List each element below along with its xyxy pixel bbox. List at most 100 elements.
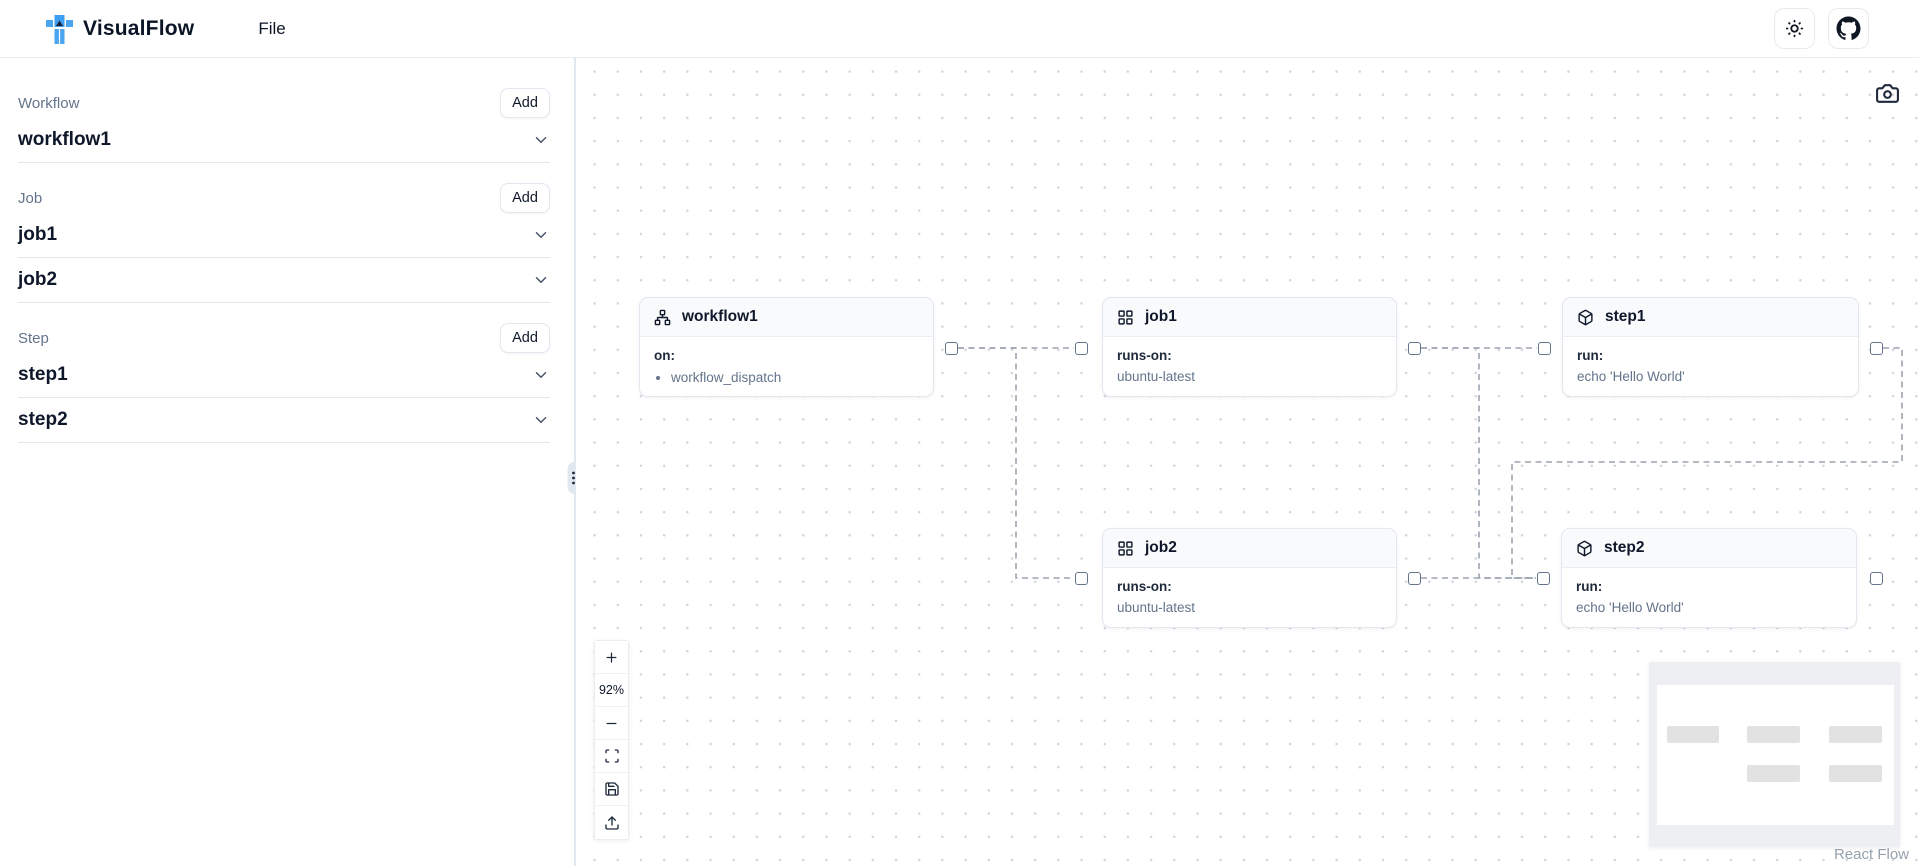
fit-view-button[interactable] bbox=[595, 740, 628, 773]
edge-job1-step2 bbox=[1421, 347, 1536, 579]
field-value: echo 'Hello World' bbox=[1576, 599, 1684, 615]
step2-source-handle[interactable] bbox=[1869, 571, 1883, 585]
brand: VisualFlow bbox=[46, 13, 194, 44]
minimap[interactable] bbox=[1649, 662, 1900, 847]
node-title: step1 bbox=[1605, 308, 1646, 325]
sidebar-item-job2[interactable]: job2 bbox=[18, 258, 550, 303]
flow-canvas[interactable]: 92% React Flow workflow1on:workflow_disp… bbox=[576, 58, 1919, 866]
add-workflow-button[interactable]: Add bbox=[500, 88, 550, 118]
workflow1-source-handle[interactable] bbox=[944, 341, 958, 355]
zoom-level-display: 92% bbox=[595, 674, 628, 707]
fit-view-icon bbox=[604, 748, 620, 764]
theme-toggle-button[interactable] bbox=[1774, 8, 1815, 49]
section-header-workflow: Workflow Add bbox=[18, 88, 550, 118]
sun-icon bbox=[1784, 18, 1805, 39]
node-title: job2 bbox=[1145, 539, 1177, 556]
job1-target-handle[interactable] bbox=[1074, 341, 1088, 355]
save-button[interactable] bbox=[595, 773, 628, 806]
upload-icon bbox=[604, 815, 620, 831]
field-value: ubuntu-latest bbox=[1117, 599, 1196, 615]
upload-button[interactable] bbox=[595, 806, 628, 839]
node-body: on: workflow_dispatch bbox=[640, 337, 933, 398]
canvas-controls: 92% bbox=[594, 640, 629, 840]
node-title: step2 bbox=[1604, 539, 1645, 556]
field-value: echo 'Hello World' bbox=[1577, 368, 1685, 384]
sidebar-section-job: Job Add job1 job2 bbox=[18, 183, 550, 303]
github-link-button[interactable] bbox=[1828, 8, 1869, 49]
section-label-step: Step bbox=[18, 329, 49, 347]
field-label: runs-on: bbox=[1117, 579, 1172, 594]
node-step2[interactable]: step2 run: echo 'Hello World' bbox=[1561, 528, 1857, 628]
job2-source-handle[interactable] bbox=[1407, 571, 1421, 585]
step2-target-handle[interactable] bbox=[1536, 571, 1550, 585]
node-body: runs-on: ubuntu-latest bbox=[1103, 568, 1396, 628]
step1-target-handle[interactable] bbox=[1537, 341, 1551, 355]
chevron-down-icon[interactable] bbox=[532, 226, 550, 244]
job1-source-handle[interactable] bbox=[1407, 341, 1421, 355]
chevron-down-icon[interactable] bbox=[532, 131, 550, 149]
chevron-down-icon[interactable] bbox=[532, 411, 550, 429]
node-header: job1 bbox=[1103, 298, 1396, 337]
app-title: VisualFlow bbox=[83, 16, 195, 40]
file-menu[interactable]: File bbox=[258, 18, 286, 38]
zoom-in-button[interactable] bbox=[595, 641, 628, 674]
section-header-step: Step Add bbox=[18, 323, 550, 353]
job2-target-handle[interactable] bbox=[1074, 571, 1088, 585]
sidebar-item-label: workflow1 bbox=[18, 129, 111, 150]
minimap-node bbox=[1747, 726, 1800, 743]
node-header: step1 bbox=[1563, 298, 1858, 337]
sidebar-item-label: job2 bbox=[18, 269, 58, 290]
zoom-out-button[interactable] bbox=[595, 707, 628, 740]
field-label: run: bbox=[1576, 579, 1603, 594]
node-header: workflow1 bbox=[640, 298, 933, 337]
screenshot-camera-button[interactable] bbox=[1868, 74, 1906, 112]
node-title: workflow1 bbox=[682, 308, 758, 325]
section-label-job: Job bbox=[18, 189, 43, 207]
add-step-button[interactable]: Add bbox=[500, 323, 550, 353]
github-icon bbox=[1836, 16, 1861, 41]
node-job2[interactable]: job2 runs-on: ubuntu-latest bbox=[1102, 528, 1397, 628]
node-workflow1[interactable]: workflow1 on: workflow_dispatch bbox=[639, 297, 934, 397]
sidebar-item-step1[interactable]: step1 bbox=[18, 353, 550, 398]
flow-edges bbox=[958, 347, 1903, 579]
job-icon bbox=[1117, 540, 1134, 557]
menu-bar: File bbox=[258, 19, 285, 39]
field-value: ubuntu-latest bbox=[1117, 368, 1196, 384]
field-label: runs-on: bbox=[1117, 348, 1172, 363]
step-icon bbox=[1576, 540, 1593, 557]
save-icon bbox=[604, 781, 620, 797]
top-navbar: VisualFlow File bbox=[0, 0, 1919, 58]
minimap-node bbox=[1829, 726, 1882, 743]
edge-workflow1-job2 bbox=[958, 347, 1074, 579]
minimap-node bbox=[1667, 726, 1719, 743]
sidebar-item-label: job1 bbox=[18, 224, 58, 245]
minus-icon bbox=[604, 716, 619, 731]
field-bullet-list: workflow_dispatch bbox=[654, 368, 919, 389]
minimap-viewport[interactable] bbox=[1657, 685, 1894, 825]
node-job1[interactable]: job1 runs-on: ubuntu-latest bbox=[1102, 297, 1397, 397]
sidebar-item-workflow1[interactable]: workflow1 bbox=[18, 118, 550, 163]
step1-source-handle[interactable] bbox=[1869, 341, 1883, 355]
sidebar-item-step2[interactable]: step2 bbox=[18, 398, 550, 443]
chevron-down-icon[interactable] bbox=[532, 271, 550, 289]
sidebar-item-job1[interactable]: job1 bbox=[18, 213, 550, 258]
add-job-button[interactable]: Add bbox=[500, 183, 550, 213]
field-label: run: bbox=[1577, 348, 1604, 363]
node-title: job1 bbox=[1145, 308, 1177, 325]
field-label: on: bbox=[654, 348, 675, 363]
node-step1[interactable]: step1 run: echo 'Hello World' bbox=[1562, 297, 1859, 397]
field-bullet-item: workflow_dispatch bbox=[671, 368, 919, 389]
node-header: job2 bbox=[1103, 529, 1396, 568]
plus-icon bbox=[604, 650, 619, 665]
node-header: step2 bbox=[1562, 529, 1856, 568]
camera-icon bbox=[1875, 81, 1900, 106]
job-icon bbox=[1117, 309, 1134, 326]
section-header-job: Job Add bbox=[18, 183, 550, 213]
section-label-workflow: Workflow bbox=[18, 94, 80, 112]
minimap-node bbox=[1747, 765, 1800, 782]
node-body: runs-on: ubuntu-latest bbox=[1103, 337, 1396, 397]
chevron-down-icon[interactable] bbox=[532, 366, 550, 384]
